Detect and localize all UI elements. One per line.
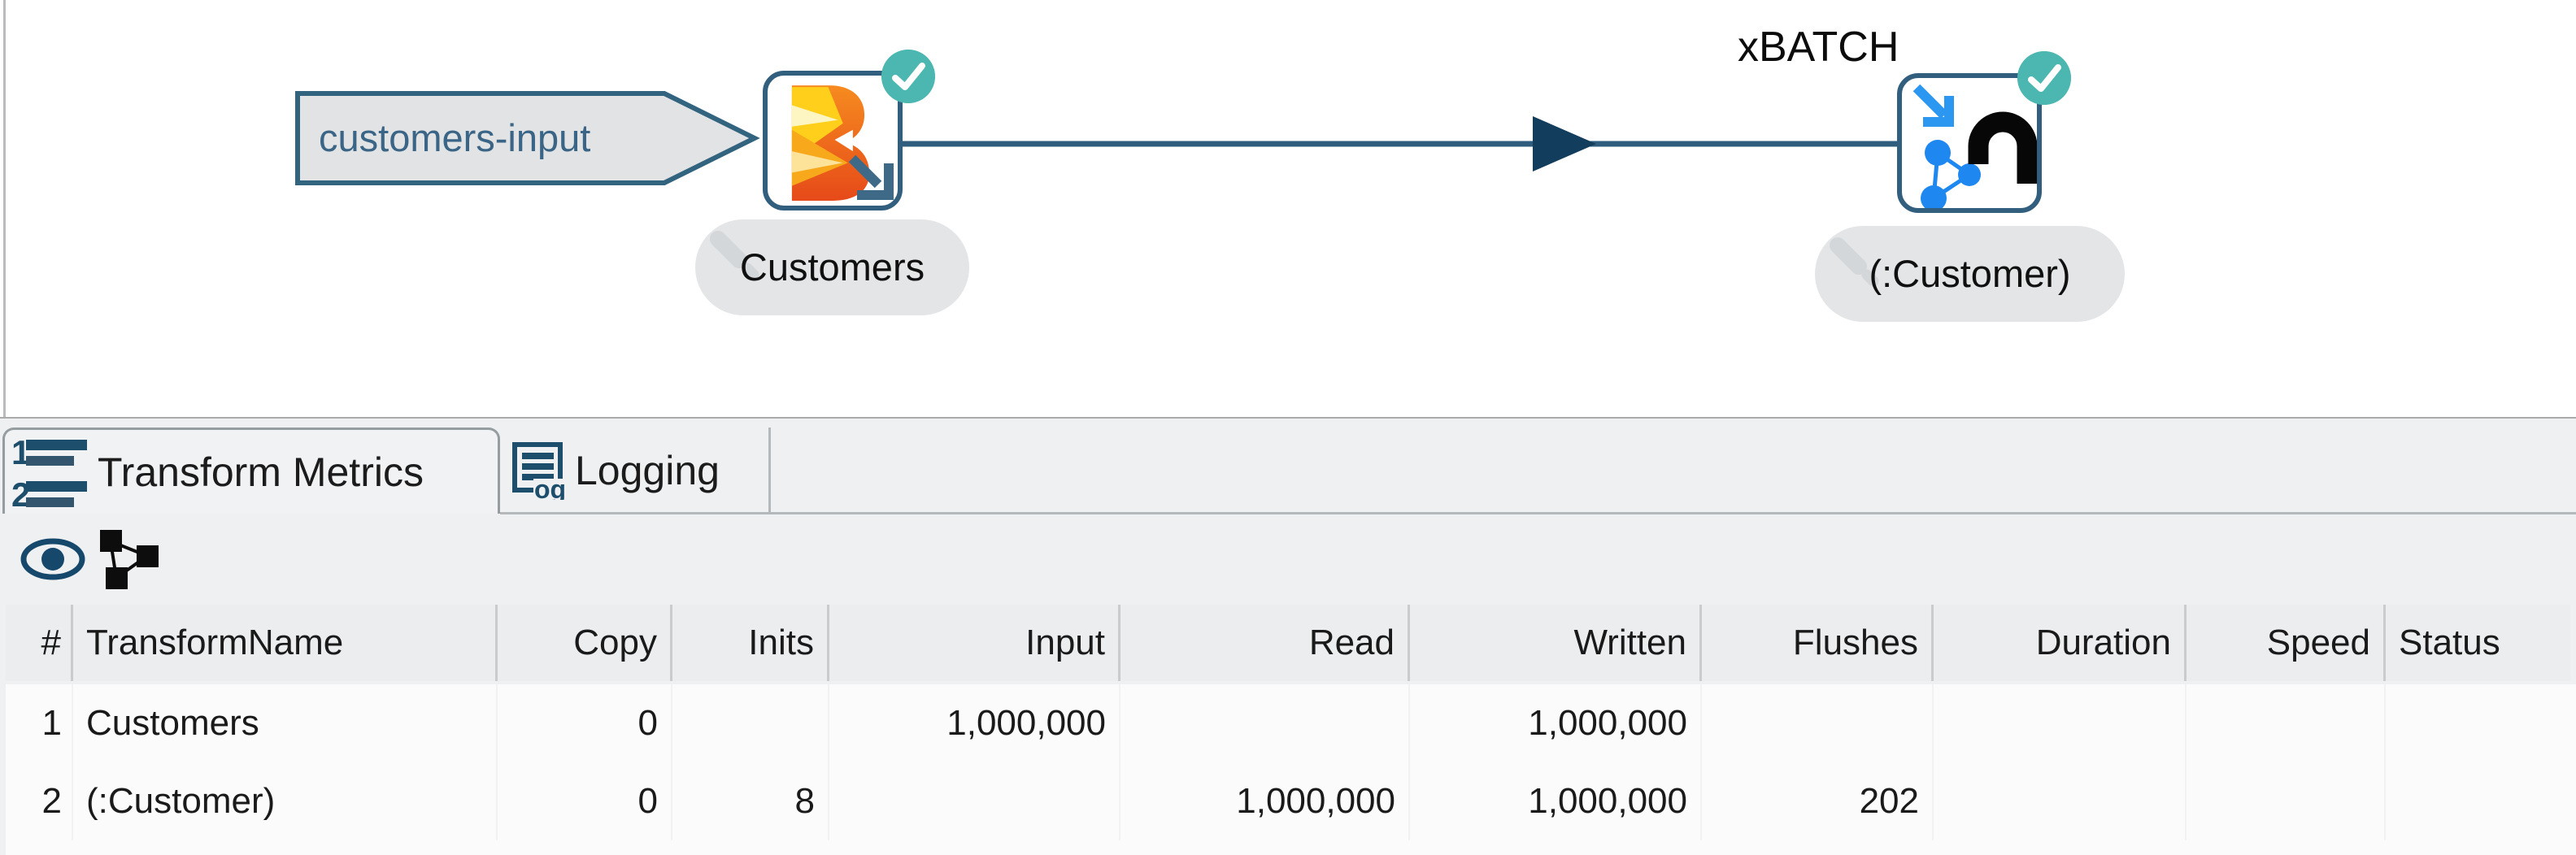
cell-speed <box>2187 684 2386 762</box>
cell-flushes: 202 <box>1702 762 1934 840</box>
beam-icon <box>791 85 870 201</box>
output-arrow-icon <box>848 154 894 200</box>
header-cell[interactable]: Status <box>2386 605 2570 681</box>
svg-text:og: og <box>534 475 565 500</box>
pipeline-canvas[interactable]: customers-input <box>0 0 2576 417</box>
log-icon: og <box>512 442 565 500</box>
xbatch-annotation: xBATCH <box>1738 24 1899 71</box>
neo4j-graph-icon <box>1912 84 2037 208</box>
cell-status <box>2386 762 2570 840</box>
edit-pencil-icon <box>1830 237 1879 287</box>
node-customers[interactable] <box>763 50 935 210</box>
banner-arrow-shape <box>295 91 760 185</box>
canvas-left-edge <box>3 0 6 417</box>
svg-text:1: 1 <box>11 435 30 471</box>
cell-written: 1,000,000 <box>1410 762 1702 840</box>
node-label-text: Customers <box>739 245 925 289</box>
cell-input <box>829 762 1120 840</box>
graph-nodes-icon[interactable] <box>96 527 163 593</box>
cell-read: 1,000,000 <box>1120 762 1410 840</box>
cell-status <box>2386 684 2570 762</box>
cell-copy: 0 <box>498 684 672 762</box>
header-cell[interactable]: Input <box>829 605 1120 681</box>
cell-index: 2 <box>6 762 73 840</box>
header-cell[interactable]: Inits <box>672 605 829 681</box>
bottom-panel: 1 2 Transform Metrics og Logging <box>0 417 2576 855</box>
input-note-banner[interactable]: customers-input <box>294 90 762 186</box>
hop-arrowhead <box>1533 116 1596 171</box>
tab-transform-metrics[interactable]: 1 2 Transform Metrics <box>2 428 500 514</box>
node-neo4j-output[interactable] <box>1897 51 2071 213</box>
cell-duration <box>1934 762 2187 840</box>
node-label-text: (:Customer) <box>1869 252 2071 295</box>
numbered-list-icon: 1 2 <box>11 435 87 510</box>
header-cell[interactable]: Copy <box>498 605 672 681</box>
cell-flushes <box>1702 684 1934 762</box>
cell-name: (:Customer) <box>73 762 498 840</box>
node-label-neo4j[interactable]: (:Customer) <box>1815 226 2125 322</box>
tab-label: Logging <box>575 448 720 493</box>
edit-pencil-icon <box>710 231 759 280</box>
cell-inits <box>672 684 829 762</box>
cell-read <box>1120 684 1410 762</box>
cell-inits: 8 <box>672 762 829 840</box>
svg-text:2: 2 <box>11 475 30 510</box>
cell-index: 1 <box>6 684 73 762</box>
success-check-badge <box>881 50 935 103</box>
cell-written: 1,000,000 <box>1410 684 1702 762</box>
hop-line[interactable] <box>899 110 1903 179</box>
header-cell[interactable]: Written <box>1410 605 1702 681</box>
header-cell[interactable]: Duration <box>1934 605 2187 681</box>
banner-label: customers-input <box>319 116 591 159</box>
success-check-badge <box>2017 51 2071 105</box>
metrics-table-body: 1 Customers 0 1,000,000 1,000,000 2 (:Cu… <box>6 684 2576 855</box>
header-cell[interactable]: Speed <box>2187 605 2386 681</box>
cell-copy: 0 <box>498 762 672 840</box>
cell-input: 1,000,000 <box>829 684 1120 762</box>
tab-label: Transform Metrics <box>98 449 424 495</box>
tab-folder-edge <box>500 512 2576 514</box>
table-row-neo4j[interactable]: 2 (:Customer) 0 8 1,000,000 1,000,000 20… <box>6 762 2576 840</box>
node-label-customers[interactable]: Customers <box>695 219 969 315</box>
header-cell[interactable]: Read <box>1120 605 1410 681</box>
table-row-customers[interactable]: 1 Customers 0 1,000,000 1,000,000 <box>6 684 2576 762</box>
cell-name: Customers <box>73 684 498 762</box>
tab-logging[interactable]: og Logging <box>500 428 771 514</box>
cell-duration <box>1934 684 2187 762</box>
header-cell[interactable]: # <box>6 605 73 681</box>
metrics-table-header: # TransformName Copy Inits Input Read Wr… <box>6 605 2570 681</box>
eye-icon[interactable] <box>20 538 89 585</box>
header-cell[interactable]: Flushes <box>1702 605 1934 681</box>
header-cell[interactable]: TransformName <box>73 605 498 681</box>
cell-speed <box>2187 762 2386 840</box>
